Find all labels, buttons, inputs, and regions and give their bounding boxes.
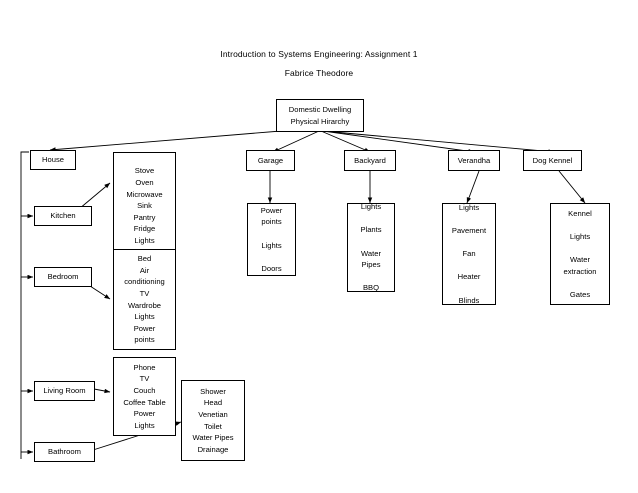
detail-line: Gates (569, 289, 591, 299)
house-spine (20, 151, 29, 459)
detail-line: Kennel (568, 208, 592, 218)
detail-line (443, 237, 495, 249)
detail-line: points (261, 217, 282, 227)
detail-line: Pantry (133, 212, 156, 222)
detail-line: Water (361, 248, 381, 258)
detail-line: Pavement (451, 226, 487, 236)
detail-line: Toilet (204, 421, 222, 431)
detail-line: Drainage (197, 444, 229, 454)
edge-verandha-items (466, 170, 480, 204)
detail-line: Head (203, 398, 223, 408)
detail-line: Oven (135, 178, 154, 188)
node-kitchen[interactable]: Kitchen (34, 206, 92, 226)
detail-line: Power (133, 409, 156, 419)
node-dog-kennel[interactable]: Dog Kennel (523, 150, 582, 171)
node-living-room-label: Living Room (43, 386, 86, 396)
detail-line (551, 219, 609, 231)
detail-line: Pipes (361, 260, 381, 270)
detail-line: Water Pipes (192, 433, 234, 443)
node-living-room[interactable]: Living Room (34, 381, 95, 401)
node-dog-kennel-label: Dog Kennel (532, 155, 573, 165)
detail-line: Coffee Table (123, 397, 166, 407)
detail-line (443, 283, 495, 295)
detail-line: Fan (462, 249, 476, 259)
detail-line (551, 277, 609, 289)
detail-verandha-items[interactable]: Lights Pavement Fan Heater Blinds (442, 203, 496, 305)
detail-line: Doors (261, 263, 282, 273)
detail-line (348, 271, 394, 283)
detail-line (443, 213, 495, 225)
detail-line: Air (139, 265, 150, 275)
node-verandha[interactable]: Verandha (448, 150, 500, 171)
page-title: Introduction to Systems Engineering: Ass… (220, 49, 418, 59)
detail-line: points (134, 335, 155, 345)
detail-line: Lights (569, 231, 591, 241)
detail-line: Couch (133, 385, 156, 395)
edge-root-dogkennel (322, 130, 555, 154)
detail-line: extraction (563, 266, 597, 276)
detail-line: conditioning (124, 277, 165, 287)
detail-line: Lights (134, 235, 155, 245)
detail-line: TV (139, 288, 150, 298)
detail-line: Plants (360, 225, 382, 235)
node-house[interactable]: House (30, 150, 76, 170)
root-line-1: Domestic Dwelling (288, 105, 352, 115)
detail-line: Venetian (198, 409, 228, 419)
detail-line (551, 242, 609, 254)
detail-line: Lights (261, 240, 282, 250)
node-backyard-label: Backyard (354, 155, 386, 165)
detail-line: Lights (134, 420, 155, 430)
detail-line: Water (570, 255, 590, 264)
detail-line (348, 213, 394, 225)
node-bathroom-label: Bathroom (48, 447, 81, 457)
edge-livingroom-items (93, 388, 111, 394)
edge-dogkennel-items (558, 170, 586, 204)
node-verandha-label: Verandha (457, 155, 491, 165)
detail-line (248, 251, 295, 263)
detail-line: Power (260, 205, 283, 215)
detail-line: Phone (133, 362, 156, 372)
detail-line: Sink (137, 201, 152, 211)
detail-line: BBQ (362, 283, 380, 293)
node-backyard[interactable]: Backyard (344, 150, 396, 171)
detail-line: Power (133, 323, 156, 333)
detail-line: Heater (457, 272, 481, 282)
edge-root-backyard (320, 130, 371, 153)
detail-line: Stove (134, 166, 155, 176)
detail-line: Fridge (133, 224, 156, 234)
edge-root-verandha (322, 130, 475, 154)
edge-bedroom-items (89, 285, 111, 300)
detail-line (348, 236, 394, 248)
detail-line: Wardrobe (127, 300, 162, 310)
node-kitchen-label: Kitchen (50, 211, 76, 221)
detail-line: TV (139, 374, 150, 384)
detail-line: Bed (137, 254, 152, 264)
detail-line (248, 228, 295, 240)
edge-root-house (49, 130, 282, 152)
detail-line: Microwave (126, 189, 163, 199)
detail-dog-kennel-items[interactable]: Kennel Lights Water extraction Gates (550, 203, 610, 305)
node-garage[interactable]: Garage (246, 150, 295, 171)
node-garage-label: Garage (257, 155, 284, 165)
node-house-label: House (42, 155, 64, 165)
edge-root-garage (272, 130, 320, 153)
page-author: Fabrice Theodore (284, 68, 354, 78)
detail-line (443, 260, 495, 272)
detail-garage-items[interactable]: Power points Lights Doors (247, 203, 296, 276)
node-bedroom-label: Bedroom (47, 272, 79, 282)
detail-line: Blinds (458, 295, 480, 305)
node-bedroom[interactable]: Bedroom (34, 267, 92, 287)
detail-line: Lights (360, 202, 382, 212)
node-bathroom[interactable]: Bathroom (34, 442, 95, 462)
detail-line: Lights (134, 312, 155, 322)
node-root[interactable]: Domestic Dwelling Physical Hirarchy (276, 99, 364, 132)
detail-line: Shower (200, 386, 226, 396)
root-line-2: Physical Hirarchy (290, 116, 350, 126)
detail-line: Lights (458, 202, 480, 212)
